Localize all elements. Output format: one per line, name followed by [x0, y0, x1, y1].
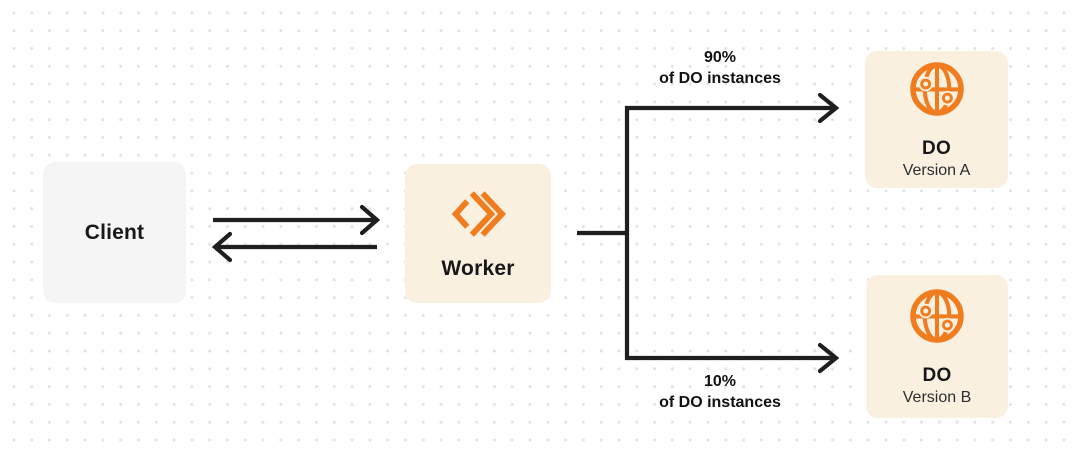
durable-object-icon — [910, 288, 964, 343]
node-do-version-a: DO Version A — [865, 51, 1008, 188]
do-b-subtitle: Version B — [902, 388, 972, 406]
route-a-percent: 90% — [703, 49, 737, 66]
node-do-version-b: DO Version B — [866, 275, 1008, 418]
arrowhead-to-version-a — [817, 92, 840, 124]
route-a-caption: of DO instances — [659, 70, 781, 87]
route-a-label: 90% of DO instances — [620, 47, 820, 89]
worker-label: Worker — [441, 256, 515, 280]
route-b-label: 10% of DO instances — [620, 371, 820, 413]
arrowhead-worker-to-client — [211, 231, 233, 263]
arrowhead-client-to-worker — [359, 204, 381, 236]
do-a-title: DO — [921, 137, 952, 159]
arrowhead-to-version-b — [817, 342, 840, 374]
node-client: Client — [43, 162, 186, 303]
route-b-percent: 10% — [703, 373, 737, 390]
node-worker: Worker — [405, 164, 551, 303]
workers-icon — [451, 190, 507, 237]
durable-object-icon — [909, 61, 964, 116]
do-a-subtitle: Version A — [902, 161, 971, 179]
do-b-title: DO — [922, 364, 952, 386]
split-branch-lines — [624, 105, 833, 361]
client-label: Client — [84, 220, 145, 244]
route-b-caption: of DO instances — [659, 394, 781, 411]
